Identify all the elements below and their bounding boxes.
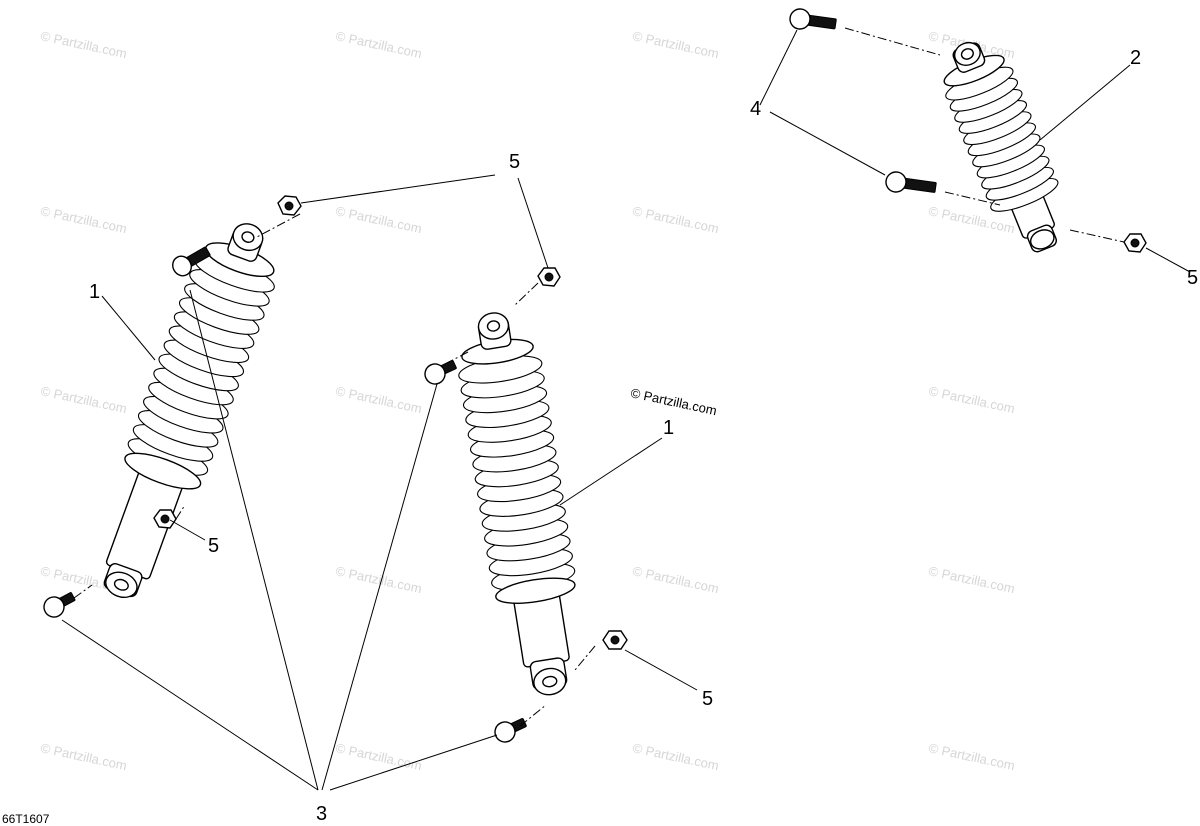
watermark: © Partzilla.com [39,740,128,773]
coil-spring-middle [458,355,576,591]
watermark: © Partzilla.com [927,740,1016,773]
watermark: © Partzilla.com [39,28,128,61]
callout-shock-middle: 1 [663,417,674,439]
nut-middle-body [602,630,628,650]
watermark: © Partzilla.com [334,28,423,61]
callout-nut-middle: 5 [702,688,713,710]
bolt-lower-middle [494,717,527,743]
nut-upper-left [277,195,302,216]
callout-shock-right: 2 [1130,47,1141,69]
watermark: © Partzilla.com [631,28,720,61]
nut-upper-middle [537,267,561,287]
drawing-code: 66T1607 [2,812,50,826]
callout-shock-left: 1 [89,281,100,303]
watermark: © Partzilla.com [334,740,423,773]
shock-absorber-left [103,223,275,599]
bolt-lower-left [43,592,76,618]
coil-spring-left [127,254,275,476]
copyright-label: © Partzilla.com [629,385,718,418]
callout-nut-right: 5 [1187,267,1198,289]
watermark: © Partzilla.com [927,563,1016,596]
bolt-upper-middle [424,359,457,385]
bolt-upper-right [789,8,837,30]
coil-spring-right [945,66,1059,212]
assembly-lines [73,27,1125,727]
callout-nut-left: 5 [208,535,219,557]
watermark: © Partzilla.com [39,203,128,236]
watermark: © Partzilla.com [39,383,128,416]
spring-seat-bottom-middle [495,577,576,604]
watermark: © Partzilla.com [334,383,423,416]
callout-nuts-top: 5 [509,151,520,173]
leader-lines [61,29,1191,791]
callout-bolts-right: 4 [750,98,761,120]
watermark: © Partzilla.com [631,203,720,236]
watermark: © Partzilla.com [631,563,720,596]
watermark: © Partzilla.com [631,740,720,773]
bolt-lower-right [885,171,937,193]
callout-bolts: 3 [316,803,327,825]
nut-right [1123,233,1147,253]
watermark: © Partzilla.com [334,203,423,236]
spring-seat-bottom-left [124,452,202,490]
watermark: © Partzilla.com [927,383,1016,416]
nut-left-body [153,509,177,529]
shock-absorber-right [943,41,1059,253]
shock-absorber-middle [458,312,576,696]
bolt-upper-left [172,246,211,277]
